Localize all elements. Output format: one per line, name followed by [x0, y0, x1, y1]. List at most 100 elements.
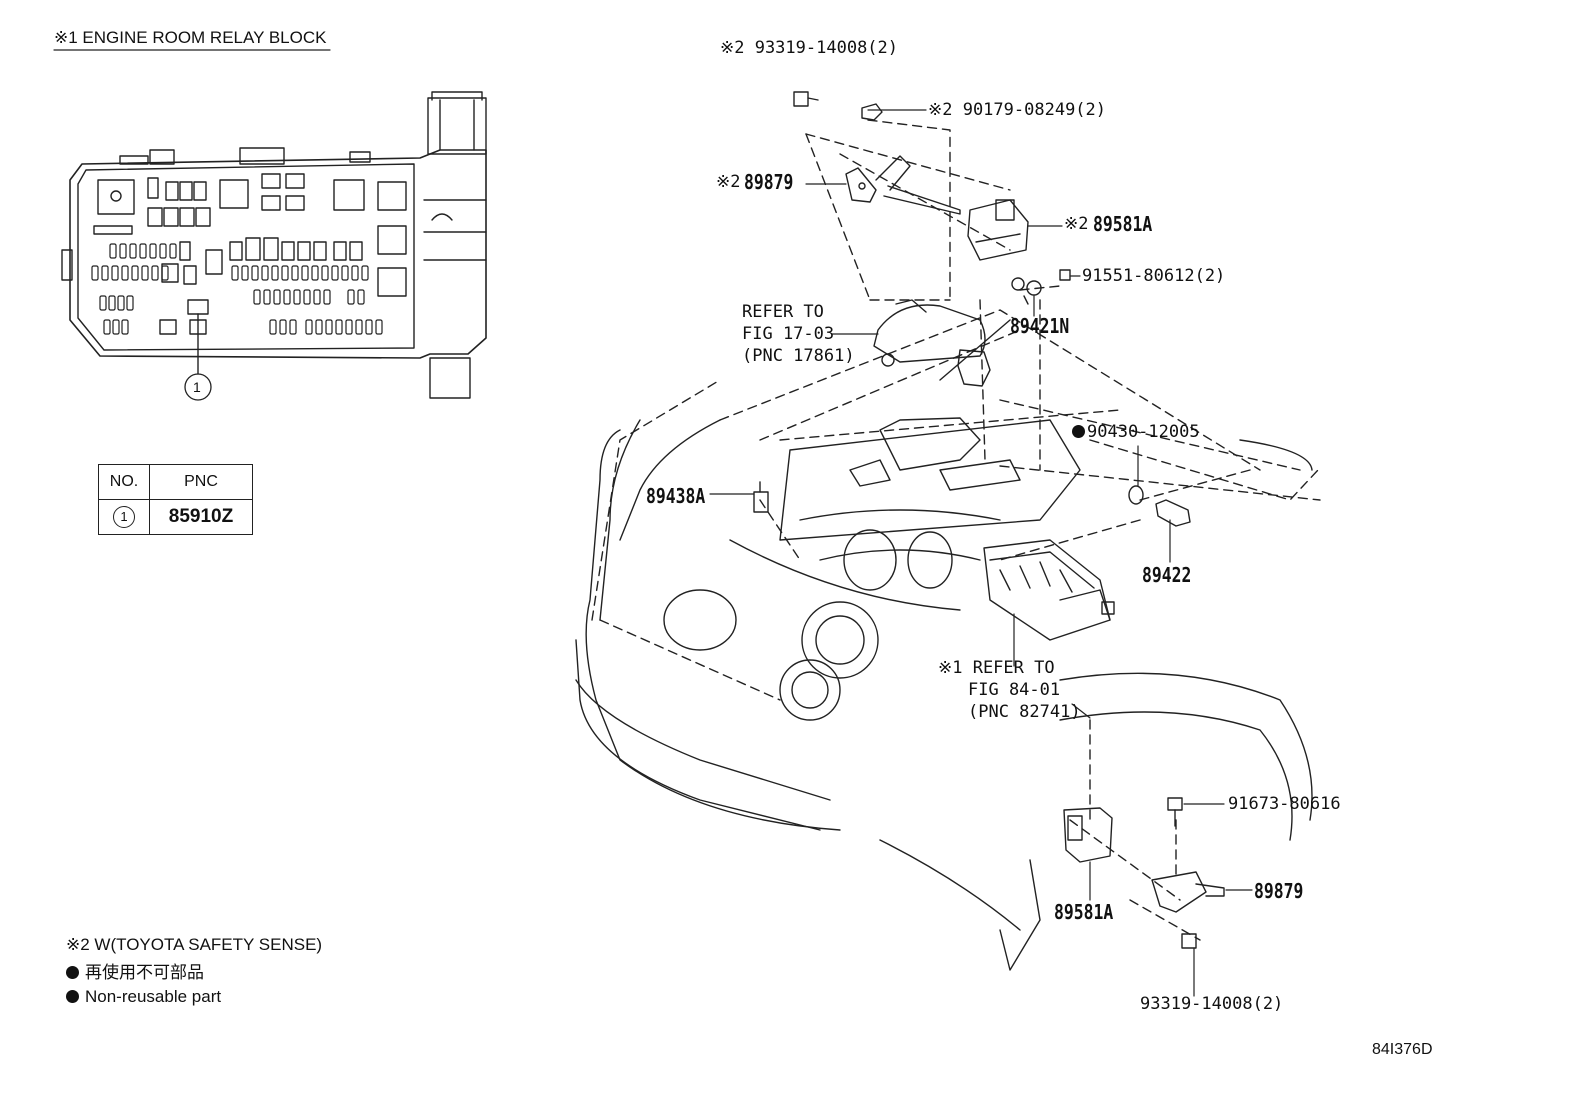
fuse-shape: [331, 265, 339, 281]
fuse-shape: [293, 289, 301, 305]
fuse-shape: [159, 243, 167, 259]
fuse-shape: [351, 265, 359, 281]
washer-90430: [1128, 485, 1144, 505]
fuse-shape: [361, 265, 369, 281]
pnc-table-header-no: NO.: [98, 464, 150, 500]
figure-code: 84I376D: [1372, 1041, 1433, 1058]
fuse-shape: [325, 319, 333, 335]
label-90430-text: 90430-12005: [1087, 422, 1200, 442]
non-reusable-dot-icon: [66, 990, 79, 1003]
fuse-shape: [169, 243, 177, 259]
pnc-table-header-pnc: PNC: [149, 464, 253, 500]
fuse-shape: [365, 319, 373, 335]
non-reusable-en-text: Non-reusable part: [85, 987, 222, 1006]
label-89879-top-mark: ※2: [716, 172, 741, 192]
fuse-shape: [273, 289, 281, 305]
callout-1-label: 1: [193, 379, 201, 395]
label-90179-08249: ※2 90179-08249(2): [928, 100, 1107, 120]
fuse-shape: [101, 265, 109, 281]
bracket-89879-bottom: [1151, 871, 1225, 913]
fuse-shape: [108, 295, 116, 311]
fuse-shape: [269, 319, 277, 335]
label-91551-80612: 91551-80612(2): [1082, 266, 1226, 286]
label-89581A-top: 89581A: [1093, 212, 1153, 236]
fuse-shape: [281, 265, 289, 281]
relay-block-drawing: [61, 91, 487, 399]
fuse-shape: [121, 319, 129, 335]
label-89438A: 89438A: [646, 484, 706, 508]
refer-fig-84-01-line3: (PNC 82741): [968, 702, 1081, 722]
fuse-rows: [91, 243, 383, 335]
fuse-shape: [279, 319, 287, 335]
fuse-shape: [261, 265, 269, 281]
label-89581A-top-mark: ※2: [1064, 214, 1089, 234]
fuse-shape: [289, 319, 297, 335]
fuse-shape: [301, 265, 309, 281]
non-reusable-dot-icon: [1072, 425, 1085, 438]
fuse-shape: [231, 265, 239, 281]
fuse-shape: [335, 319, 343, 335]
fuse-shape: [112, 319, 120, 335]
fuse-shape: [139, 243, 147, 259]
fuse-shape: [323, 289, 331, 305]
fuse-shape: [151, 265, 159, 281]
fuse-shape: [103, 319, 111, 335]
fuse-shape: [129, 243, 137, 259]
pnc-table-cell-pnc: 85910Z: [149, 499, 253, 535]
fuse-shape: [91, 265, 99, 281]
fuse-shape: [251, 265, 259, 281]
fuse-shape: [149, 243, 157, 259]
vehicle-outline: [575, 299, 1313, 971]
fuse-shape: [99, 295, 107, 311]
clip-89421N: [1011, 277, 1042, 305]
fuse-shape: [271, 265, 279, 281]
fuse-shape: [357, 289, 365, 305]
label-89879-bottom: 89879: [1254, 879, 1304, 903]
sensor-89422: [1155, 499, 1191, 527]
fuse-shape: [341, 265, 349, 281]
label-89421N: 89421N: [1010, 314, 1070, 338]
refer-fig-84-01-line2: FIG 84-01: [968, 680, 1061, 700]
non-reusable-jp-text: 再使用不可部品: [85, 963, 204, 982]
fuse-shape: [117, 295, 125, 311]
bolt-93319-top: [793, 91, 819, 107]
fuse-shape: [111, 265, 119, 281]
fuse-shape: [303, 289, 311, 305]
sensor-89581A-top: [967, 199, 1029, 261]
fuse-shape: [345, 319, 353, 335]
fuse-shape: [283, 289, 291, 305]
fuse-shape: [121, 265, 129, 281]
pnc-table: NO. PNC 1 85910Z: [98, 464, 253, 535]
label-90430-12005: 90430-12005: [1072, 424, 1200, 441]
fuse-shape: [347, 289, 355, 305]
fuse-shape: [375, 319, 383, 335]
refer-fig-17-03-line2: FIG 17-03: [742, 324, 835, 344]
pnc-table-header-row: NO. PNC: [98, 464, 253, 500]
fuse-shape: [315, 319, 323, 335]
bolt-93319-bottom: [1181, 933, 1197, 949]
label-89879-top: 89879: [744, 170, 794, 194]
bracket-89879-top: [845, 155, 961, 215]
refer-fig-17-03-line1: REFER TO: [742, 302, 824, 322]
fuse-shape: [161, 265, 169, 281]
fuse-shape: [119, 243, 127, 259]
fuse-shape: [131, 265, 139, 281]
table-row: 1 85910Z: [98, 499, 253, 535]
fuse-shape: [321, 265, 329, 281]
note-non-reusable-jp: 再使用不可部品: [66, 964, 204, 981]
fuse-shape: [263, 289, 271, 305]
pnc-table-cell-no: 1: [98, 499, 150, 535]
fuse-shape: [241, 265, 249, 281]
note-toyota-safety-sense: ※2 W(TOYOTA SAFETY SENSE): [66, 935, 323, 954]
label-91673-80616: 91673-80616: [1228, 794, 1341, 814]
nut-90179: [861, 103, 883, 121]
label-93319-14008-bottom: 93319-14008(2): [1140, 994, 1284, 1014]
label-89581A-bottom: 89581A: [1054, 900, 1114, 924]
bolt-91673: [1167, 797, 1183, 827]
fuse-shape: [311, 265, 319, 281]
fuse-shape: [305, 319, 313, 335]
non-reusable-dot-icon: [66, 966, 79, 979]
fuse-shape: [126, 295, 134, 311]
fuse-shape: [355, 319, 363, 335]
